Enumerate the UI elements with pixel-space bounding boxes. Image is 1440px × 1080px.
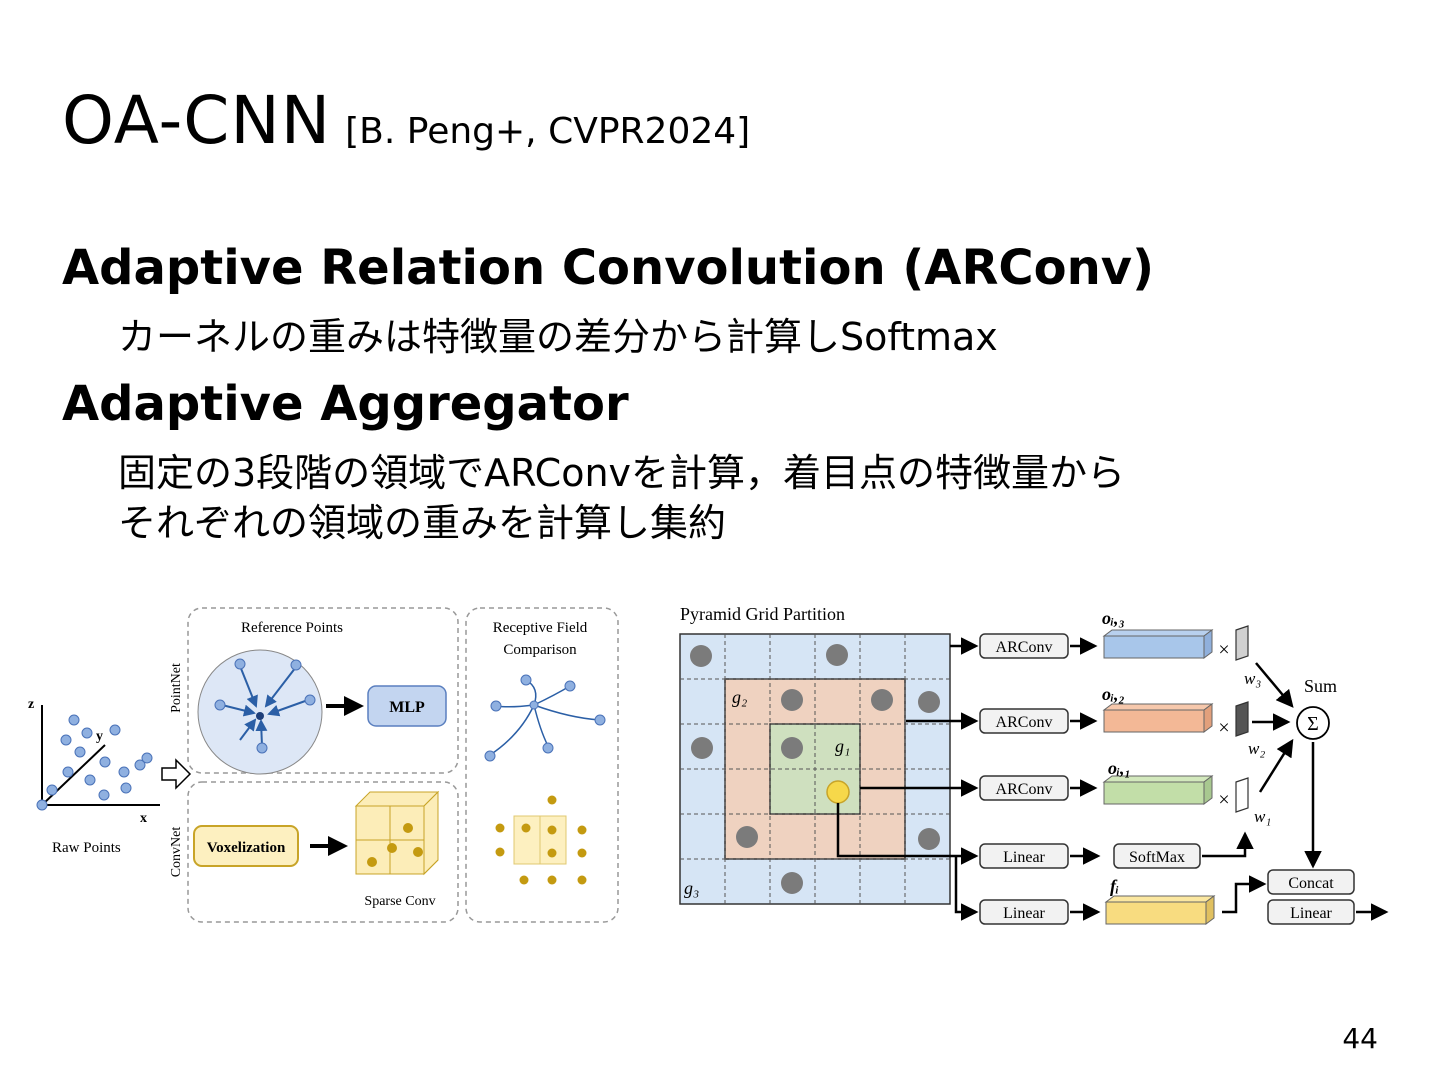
o3-label: oᵢ,₃ — [1102, 608, 1125, 628]
arconv-line-1: カーネルの重みは特徴量の差分から計算しSoftmax — [118, 315, 998, 359]
arconv-box-2: ARConv — [996, 714, 1053, 731]
receptive-field-label-1: Receptive Field — [493, 620, 588, 636]
page-number: 44 — [1342, 1022, 1378, 1055]
heading-arconv: Adaptive Relation Convolution (ARConv) — [62, 240, 1154, 296]
pyramid-grid: g₂ g₁ g₃ — [679, 633, 951, 905]
axis-y-label: y — [96, 729, 103, 744]
fi-label: fᵢ — [1110, 876, 1119, 896]
concat-box: Concat — [1288, 875, 1334, 892]
arconv-box-1: ARConv — [996, 781, 1053, 798]
heading-aggregator: Adaptive Aggregator — [62, 376, 629, 432]
arconv-box-3: ARConv — [996, 639, 1053, 656]
linear-box-features: Linear — [1003, 905, 1045, 922]
receptive-field-label-2: Comparison — [503, 642, 577, 658]
axis-x-label: x — [140, 811, 147, 826]
softmax-box: SoftMax — [1129, 849, 1185, 866]
hollow-arrow-icon — [161, 758, 192, 790]
g1-label: g₁ — [835, 736, 850, 756]
sum-label: Sum — [1304, 676, 1337, 696]
figure-right: Pyramid Grid Partition g₂ g₁ g₃ — [679, 604, 1389, 925]
sigma-icon: Σ — [1307, 713, 1319, 735]
w2-label: w₂ — [1248, 739, 1265, 758]
axis-z-label: z — [28, 697, 34, 712]
times-1: × — [1218, 789, 1229, 811]
times-3: × — [1218, 639, 1229, 661]
mlp-label: MLP — [389, 699, 425, 716]
o2-label: oᵢ,₂ — [1102, 684, 1125, 704]
g2-label: g₂ — [732, 687, 747, 707]
voxelization-label: Voxelization — [207, 840, 286, 856]
aggregator-line-2: それぞれの領域の重みを計算し集約 — [118, 501, 727, 545]
slide-title: OA-CNN [B. Peng+, CVPR2024] — [62, 82, 750, 159]
linear-box-output: Linear — [1290, 905, 1332, 922]
w3-label: w₃ — [1244, 669, 1261, 688]
title-main: OA-CNN — [62, 82, 332, 159]
w1-label: w₁ — [1254, 807, 1271, 826]
convnet-label: ConvNet — [169, 827, 184, 878]
times-2: × — [1218, 717, 1229, 739]
linear-box-weights: Linear — [1003, 849, 1045, 866]
sparse-conv-cube — [354, 790, 440, 876]
raw-points-label: Raw Points — [52, 840, 121, 856]
o1-label: oᵢ,₁ — [1108, 758, 1131, 778]
reference-points-label: Reference Points — [241, 620, 343, 636]
figure-left: z y x Raw Points PointNet Reference Poin… — [28, 607, 619, 923]
pointnet-label: PointNet — [169, 663, 184, 713]
title-citation: [B. Peng+, CVPR2024] — [345, 111, 751, 152]
grid-title: Pyramid Grid Partition — [680, 604, 845, 624]
sparse-conv-label: Sparse Conv — [364, 894, 435, 909]
raw-points-plot: z y x Raw Points — [28, 697, 160, 856]
g3-label: g₃ — [684, 878, 699, 898]
aggregator-line-1: 固定の3段階の領域でARConvを計算，着目点の特徴量から — [118, 451, 1126, 495]
